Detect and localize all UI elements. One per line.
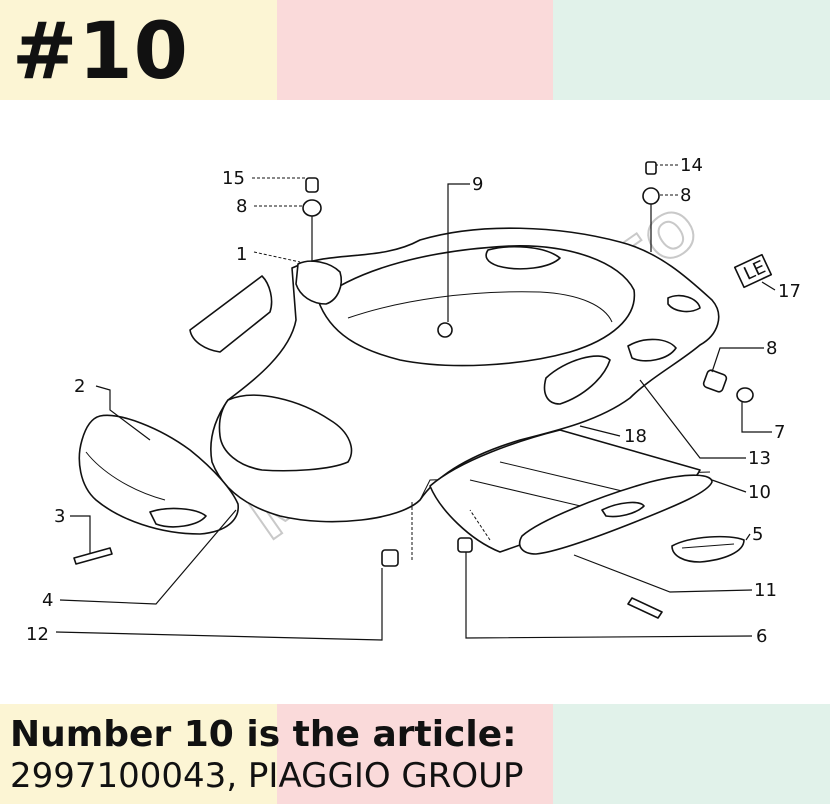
band-segment-mint — [553, 704, 830, 804]
callout-8-right: 8 — [766, 338, 777, 359]
nut-12 — [381, 549, 399, 567]
parts-diagram: MOTOMERCATO — [26, 155, 801, 647]
callout-6: 6 — [756, 626, 767, 647]
grommet-14 — [645, 161, 657, 175]
leader-lines — [55, 164, 776, 641]
callout-8-top-right: 8 — [680, 185, 691, 206]
callout-14: 14 — [680, 155, 703, 176]
header-band — [0, 0, 830, 100]
callout-2: 2 — [74, 376, 85, 397]
callout-8-top-left: 8 — [236, 196, 247, 217]
callout-10: 10 — [748, 482, 771, 503]
callout-5: 5 — [752, 524, 763, 545]
page-title: #10 — [12, 7, 189, 97]
nut-6 — [457, 537, 473, 553]
band-segment-mint — [553, 0, 830, 100]
band-segment-yellow — [0, 0, 277, 100]
nut-8-top-left — [302, 199, 322, 217]
callout-1: 1 — [236, 244, 247, 265]
label-17 — [733, 253, 773, 289]
screw-3 — [73, 547, 113, 565]
rear-trim — [518, 474, 713, 555]
screw-7 — [736, 387, 754, 403]
body-shell — [209, 227, 720, 523]
callout-12: 12 — [26, 624, 49, 645]
callout-18: 18 — [624, 426, 647, 447]
nut-8-right — [702, 369, 728, 393]
callout-labels: 15 8 1 9 14 8 17 8 7 2 3 4 18 13 10 5 11… — [26, 155, 801, 647]
callout-4: 4 — [42, 590, 53, 611]
callout-9: 9 — [472, 174, 483, 195]
nut-8-top-right — [642, 187, 660, 205]
callout-11: 11 — [754, 580, 777, 601]
grommet-15 — [305, 177, 319, 193]
caption-band — [0, 704, 830, 804]
callout-3: 3 — [54, 506, 65, 527]
band-segment-pink — [277, 704, 553, 804]
callout-17: 17 — [778, 281, 801, 302]
callout-7: 7 — [774, 422, 785, 443]
reflector — [671, 535, 745, 563]
front-trim — [78, 414, 239, 535]
clip-9 — [437, 322, 453, 338]
caption-heading: Number 10 is the article: — [10, 714, 517, 755]
band-segment-yellow — [0, 704, 277, 804]
screw-11 — [627, 597, 663, 619]
callout-15: 15 — [222, 168, 245, 189]
caption-article: 2997100043, PIAGGIO GROUP — [10, 756, 524, 796]
side-cover — [189, 275, 273, 353]
band-segment-pink — [277, 0, 553, 100]
callout-13: 13 — [748, 448, 771, 469]
hardware: LE — [73, 161, 773, 619]
